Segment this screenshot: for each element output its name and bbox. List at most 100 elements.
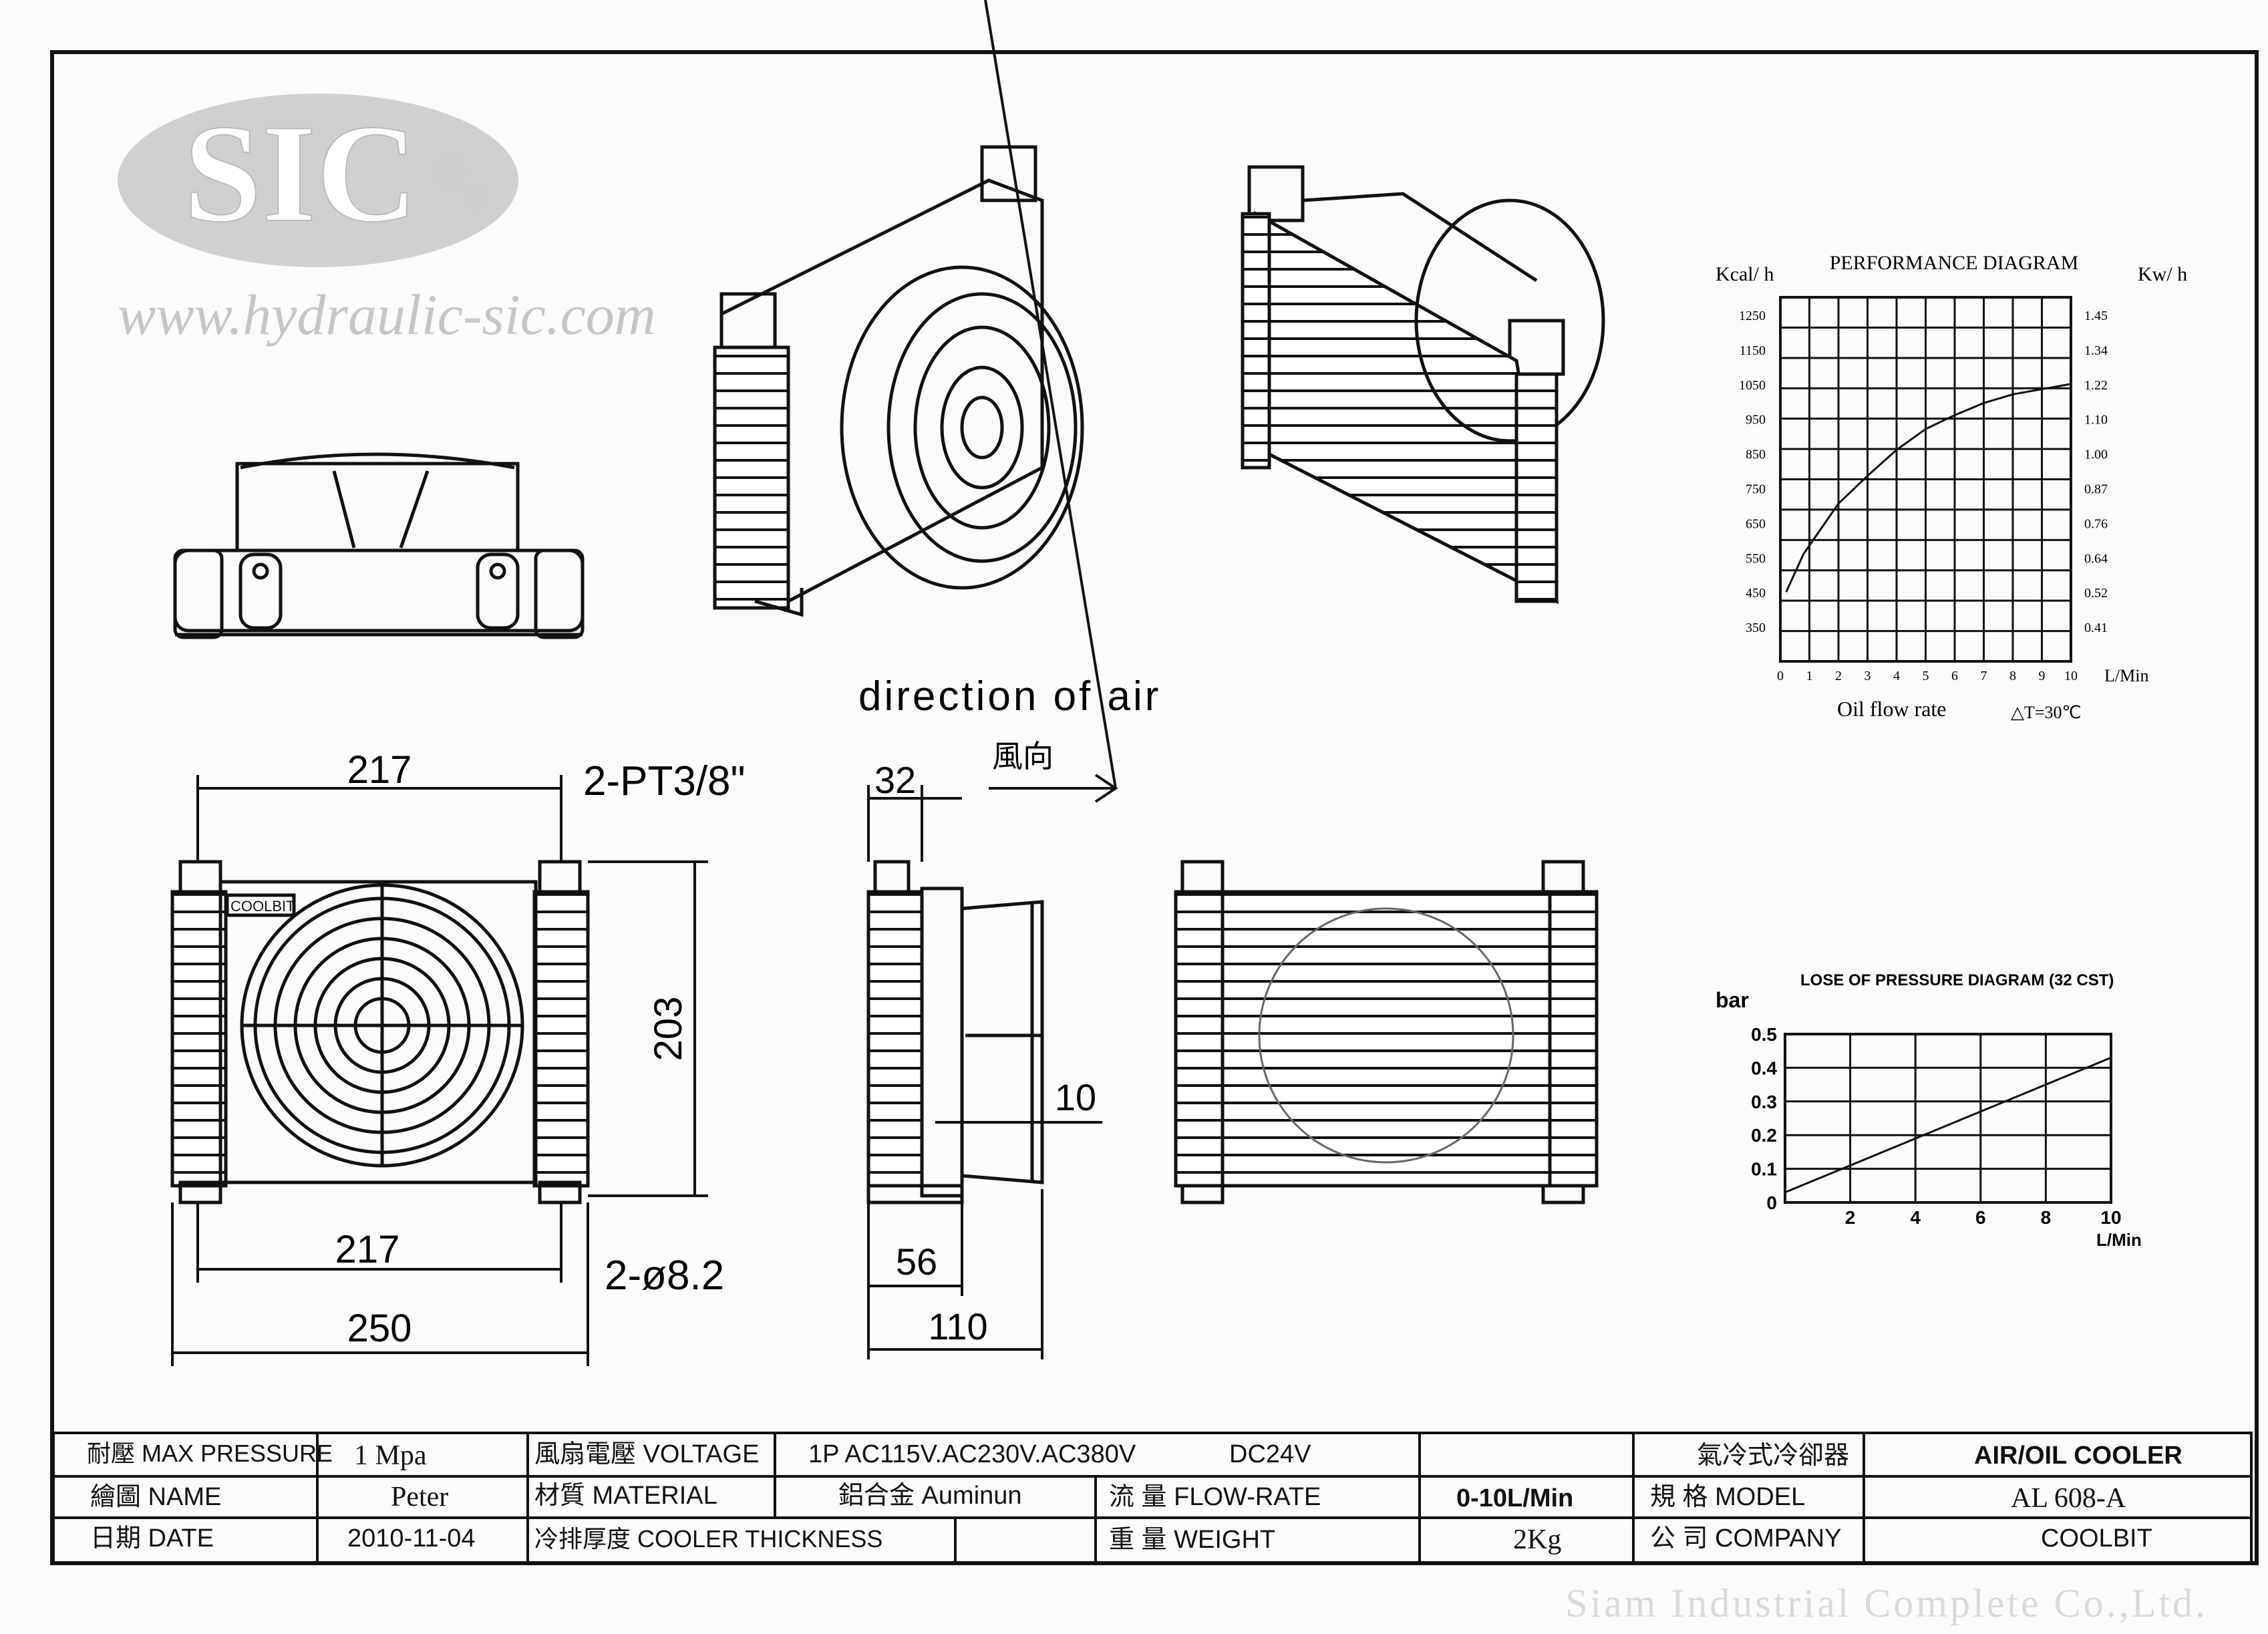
title-block-grid xyxy=(52,1432,2253,1565)
date-label: 日期 DATE xyxy=(90,1524,214,1553)
perf-x-tick: 2 xyxy=(1835,669,1842,683)
material-value: 鋁合金 Auminun xyxy=(838,1482,1022,1510)
perf-right-tick: 0.87 xyxy=(2084,482,2108,496)
port-spec-label: 2-PT3/8" xyxy=(583,758,746,804)
voltage-value: 1P AC115V.AC230V.AC380V xyxy=(808,1440,1136,1468)
press-y-tick: 0 xyxy=(1766,1192,1777,1213)
perf-x-tick: 10 xyxy=(2064,669,2078,683)
perf-x-tick: 1 xyxy=(1806,669,1813,683)
press-x-unit: L/Min xyxy=(2096,1230,2142,1250)
perf-right-tick: 1.45 xyxy=(2084,309,2108,323)
sic-logo: SIC www.hydraulic-sic.com xyxy=(118,94,656,347)
perf-right-tick: 0.64 xyxy=(2084,551,2108,566)
press-x-tick: 6 xyxy=(1975,1207,1986,1228)
perf-left-tick: 850 xyxy=(1746,448,1766,462)
perf-right-tick: 1.10 xyxy=(2084,413,2108,428)
press-y-tick: 0.3 xyxy=(1751,1092,1777,1112)
logo-url: www.hydraulic-sic.com xyxy=(118,283,656,347)
weight-value: 2Kg xyxy=(1513,1524,1562,1555)
press-title: LOSE OF PRESSURE DIAGRAM (32 CST) xyxy=(1800,971,2114,989)
press-y-tick: 0.4 xyxy=(1751,1057,1777,1078)
press-x-tick: 4 xyxy=(1910,1207,1921,1228)
perf-left-tick: 1150 xyxy=(1740,343,1766,358)
wind-direction-label: 風向 xyxy=(992,739,1054,774)
dim-depth-mid: 56 xyxy=(896,1241,937,1283)
dim-overall-width: 250 xyxy=(347,1307,412,1350)
perf-x-tick: 0 xyxy=(1777,669,1784,683)
footer-company-watermark: Siam Industrial Complete Co.,Ltd. xyxy=(1565,1581,2208,1625)
perf-right-tick: 1.34 xyxy=(2084,343,2108,358)
perf-x-tick: 3 xyxy=(1865,669,1871,683)
product-type-cn: 氣冷式冷卻器 xyxy=(1697,1442,1850,1470)
dim-bottom-inner: 217 xyxy=(335,1228,400,1271)
dim-top-width: 217 xyxy=(347,748,412,792)
perf-x-tick: 9 xyxy=(2039,669,2046,683)
perf-x-tick: 7 xyxy=(1981,669,1987,683)
perf-left-tick: 1250 xyxy=(1739,309,1766,323)
thickness-label: 冷排厚度 COOLER THICKNESS xyxy=(534,1525,883,1553)
perf-right-unit: Kw/ h xyxy=(2138,263,2187,285)
perf-right-tick: 0.41 xyxy=(2084,621,2108,635)
dim-height: 203 xyxy=(647,997,690,1061)
perf-x-tick: 6 xyxy=(1951,669,1958,683)
max-pressure-value: 1 Mpa xyxy=(354,1440,427,1471)
perf-x-tick: 4 xyxy=(1893,669,1900,683)
press-y-tick: 0.5 xyxy=(1751,1024,1777,1045)
perf-left-tick: 450 xyxy=(1746,586,1766,601)
gear-icon xyxy=(430,154,489,212)
front-view-drawing: COOLBIT xyxy=(170,860,590,1204)
flow-rate-label: 流 量 FLOW-RATE xyxy=(1109,1483,1321,1511)
name-value: Peter xyxy=(391,1482,449,1512)
direction-of-air-label: direction of air xyxy=(858,673,1161,719)
perf-left-unit: Kcal/ h xyxy=(1716,263,1774,285)
side-dimensions xyxy=(867,0,1118,1359)
company-value: COOLBIT xyxy=(2041,1524,2152,1553)
product-type-en: AIR/OIL COOLER xyxy=(1974,1442,2182,1470)
press-y-unit: bar xyxy=(1716,988,1749,1012)
perf-title: PERFORMANCE DIAGRAM xyxy=(1830,252,2079,274)
perf-right-tick: 1.22 xyxy=(2084,378,2108,393)
perf-left-tick: 350 xyxy=(1746,621,1766,635)
perf-left-tick: 950 xyxy=(1746,413,1766,428)
perf-x-unit: L/Min xyxy=(2104,666,2148,685)
perf-x-label: Oil flow rate xyxy=(1837,697,1947,721)
perf-series-line xyxy=(1785,383,2072,593)
top-view-drawing xyxy=(173,452,585,639)
press-plot-frame xyxy=(1784,1033,2112,1204)
voltage-dc-value: DC24V xyxy=(1229,1440,1311,1468)
press-series-line xyxy=(1784,1056,2112,1194)
performance-chart: 1250115010509508507506505504503501.451.3… xyxy=(1739,296,2108,683)
isometric-front-view xyxy=(713,145,1084,617)
perf-left-tick: 750 xyxy=(1746,482,1766,496)
front-dimensions xyxy=(171,775,708,1366)
logo-ellipse xyxy=(118,94,518,267)
perf-right-tick: 0.52 xyxy=(2084,586,2108,601)
perf-left-tick: 550 xyxy=(1746,551,1766,566)
isometric-rear-view xyxy=(1241,165,1605,605)
logo-mark: SIC xyxy=(184,96,418,251)
max-pressure-label: 耐壓 MAX PRESSURE xyxy=(87,1440,333,1467)
perf-left-tick: 650 xyxy=(1746,516,1766,531)
dim-depth-core: 32 xyxy=(874,759,916,801)
press-x-tick: 2 xyxy=(1845,1207,1856,1228)
company-label: 公 司 COMPANY xyxy=(1650,1524,1842,1553)
model-value: AL 608-A xyxy=(2011,1483,2126,1514)
perf-right-tick: 0.76 xyxy=(2084,516,2108,531)
fan-badge-label: COOLBIT xyxy=(230,898,295,915)
weight-label: 重 量 WEIGHT xyxy=(1109,1526,1276,1554)
hole-spec-label: 2-ø8.2 xyxy=(605,1253,724,1299)
date-value: 2010-11-04 xyxy=(347,1524,476,1553)
perf-right-tick: 1.00 xyxy=(2084,448,2108,462)
material-label: 材質 MATERIAL xyxy=(534,1482,717,1510)
perf-x-tick: 5 xyxy=(1923,669,1929,683)
rear-view-drawing xyxy=(1174,860,1599,1204)
perf-left-tick: 1050 xyxy=(1739,378,1766,393)
dim-fan-offset: 10 xyxy=(1055,1076,1096,1118)
press-y-tick: 0.2 xyxy=(1751,1125,1777,1146)
perf-condition: △T=30℃ xyxy=(2011,703,2082,722)
flow-rate-value: 0-10L/Min xyxy=(1456,1484,1574,1512)
press-x-tick: 10 xyxy=(2100,1207,2121,1228)
name-label: 繪圖 NAME xyxy=(90,1483,222,1511)
